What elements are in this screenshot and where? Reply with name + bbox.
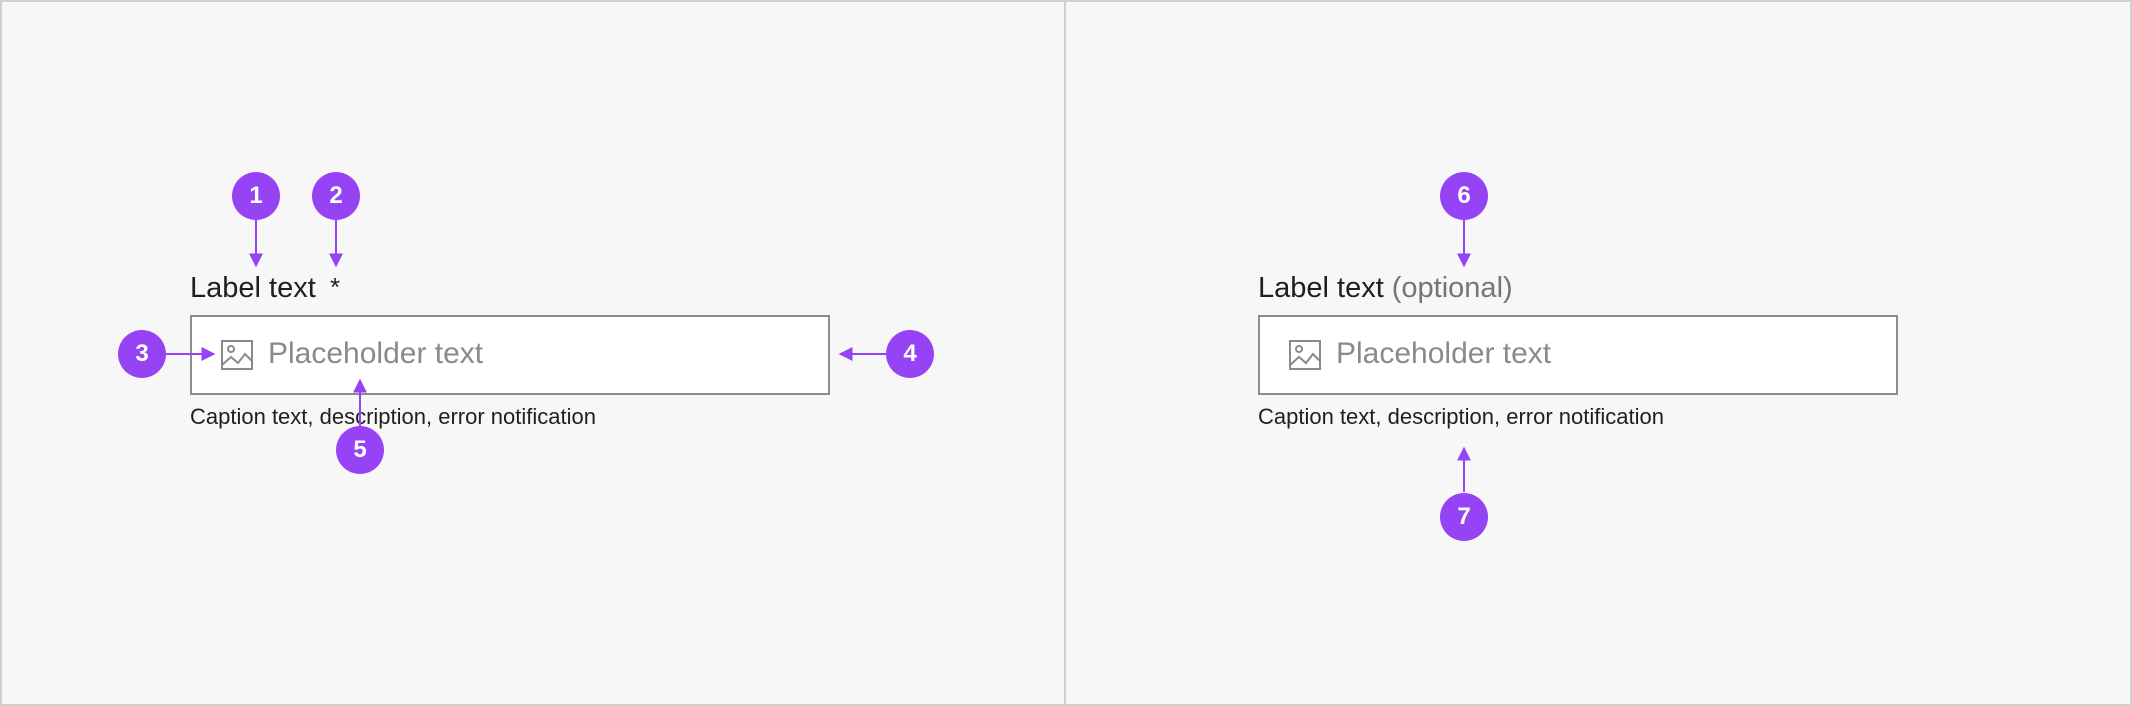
text-input[interactable]: Placeholder text — [190, 315, 830, 395]
caption-text: Caption text, description, error notific… — [190, 404, 596, 429]
image-icon — [221, 340, 253, 370]
text-field-optional: Label text(optional) Placeholder text Ca… — [1258, 270, 1898, 440]
callout-5: 5 — [336, 426, 384, 474]
callout-1: 1 — [232, 172, 280, 220]
optional-marker: (optional) — [1391, 272, 1513, 304]
callout-4: 4 — [886, 330, 934, 378]
callout-2: 2 — [312, 172, 360, 220]
field-label: Label text — [190, 272, 316, 304]
callout-6: 6 — [1440, 172, 1488, 220]
image-icon — [1289, 340, 1321, 370]
caption-text: Caption text, description, error notific… — [1258, 404, 1664, 429]
required-asterisk: * — [330, 272, 341, 302]
text-field-required: Label text * Placeholder text Caption te… — [190, 270, 830, 440]
input-placeholder: Placeholder text — [1336, 337, 1552, 370]
field-label: Label text(optional) — [1258, 272, 1513, 304]
input-placeholder: Placeholder text — [268, 337, 484, 370]
callout-3: 3 — [118, 330, 166, 378]
callout-7: 7 — [1440, 493, 1488, 541]
text-input[interactable]: Placeholder text — [1258, 315, 1898, 395]
